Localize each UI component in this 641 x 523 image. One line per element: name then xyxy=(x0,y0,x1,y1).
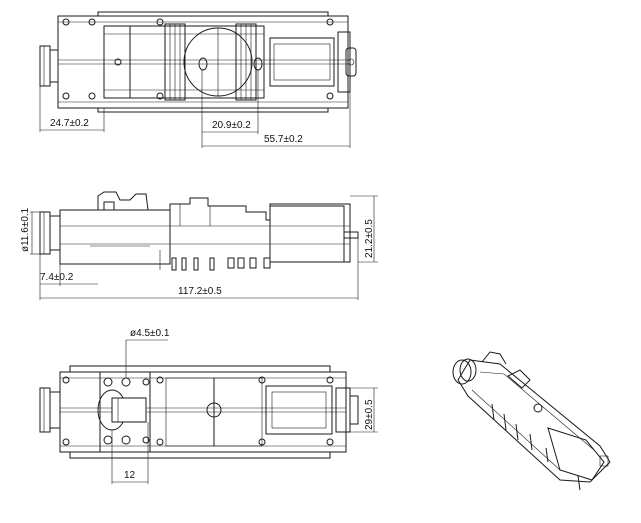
dim-side-height: 21.2±0.5 xyxy=(364,219,375,258)
top-view: 24.7±0.2 20.9±0.2 55.7±0.2 xyxy=(39,11,357,148)
dim-bottom-pitch: 12 xyxy=(124,470,136,481)
dim-side-diameter: ø11.6±0.1 xyxy=(20,207,31,252)
bottom-view: ø4.5±0.1 29±0.5 12 xyxy=(39,328,378,484)
dim-bottom-hole: ø4.5±0.1 xyxy=(130,328,170,339)
side-view: ø11.6±0.1 21.2±0.5 7.4±0.2 117.2±0.5 xyxy=(20,191,378,300)
dim-side-offset: 7.4±0.2 xyxy=(40,272,74,283)
dim-top-left: 24.7±0.2 xyxy=(50,118,89,129)
dim-bottom-width: 29±0.5 xyxy=(364,399,375,430)
dim-top-right: 55.7±0.2 xyxy=(264,134,303,145)
dim-side-total: 117.2±0.5 xyxy=(178,286,222,297)
dim-top-center: 20.9±0.2 xyxy=(212,120,251,131)
isometric-view xyxy=(452,351,611,491)
